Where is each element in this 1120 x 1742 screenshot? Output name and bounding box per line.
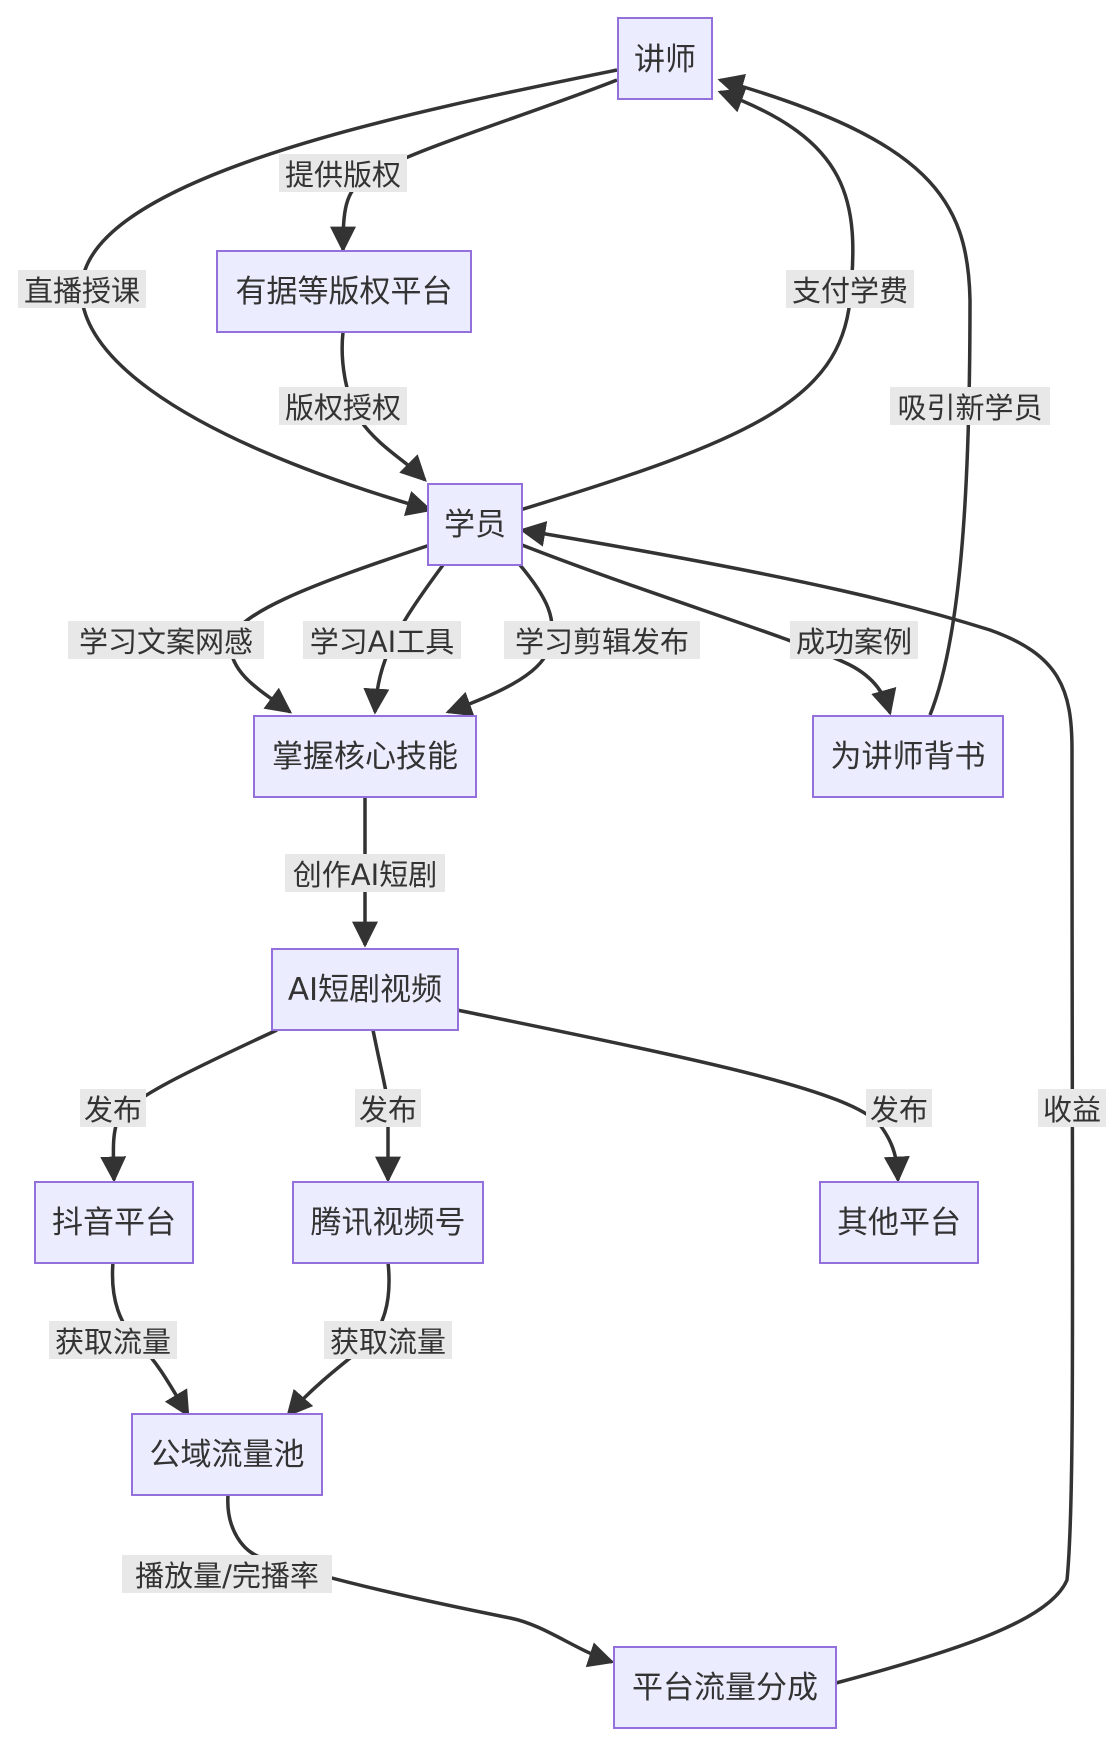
edge-ai-drama-to-other [456,1008,910,1183]
node-ai-drama-video: AI短剧视频 [271,948,459,1031]
node-teacher: 讲师 [617,17,713,100]
svg-text:公域流量池: 公域流量池 [150,1437,305,1473]
svg-text:支付学费: 支付学费 [792,274,908,308]
edge-teacher-to-student-live [79,68,618,516]
edge-label-create-ai-drama: 创作AI短剧 [285,854,445,892]
edge-label-traffic-tencent: 获取流量 [324,1321,452,1359]
svg-text:学习文案网感: 学习文案网感 [79,625,253,659]
edge-label-attract-students: 吸引新学员 [890,387,1050,425]
edge-endorse-to-teacher [717,73,972,716]
edge-label-learn-ai-tools: 学习AI工具 [303,621,461,659]
edge-label-live-teaching: 直播授课 [18,270,146,308]
svg-text:发布: 发布 [359,1093,417,1127]
edge-label-provide-copyright: 提供版权 [279,154,407,192]
svg-text:播放量/完播率: 播放量/完播率 [135,1559,319,1593]
svg-text:学习AI工具: 学习AI工具 [310,625,454,659]
edge-label-revenue: 收益 [1038,1089,1106,1127]
svg-text:学员: 学员 [444,507,506,543]
edge-label-pay-tuition: 支付学费 [786,270,914,308]
node-tencent-video: 腾讯视频号 [292,1181,484,1264]
edge-pool-to-revenue-share [226,1494,615,1668]
node-public-traffic-pool: 公域流量池 [131,1413,323,1496]
edge-label-publish-other: 发布 [866,1089,932,1127]
svg-text:有据等版权平台: 有据等版权平台 [236,274,453,310]
svg-text:讲师: 讲师 [634,42,696,78]
node-douyin: 抖音平台 [34,1181,194,1264]
svg-text:发布: 发布 [84,1093,142,1127]
svg-text:其他平台: 其他平台 [837,1205,961,1241]
node-core-skills: 掌握核心技能 [253,715,477,798]
svg-text:直播授课: 直播授课 [24,274,140,308]
node-platform-revenue-share: 平台流量分成 [613,1646,837,1729]
edge-label-publish-douyin: 发布 [80,1089,146,1127]
node-copyright-platform: 有据等版权平台 [216,250,472,333]
svg-text:提供版权: 提供版权 [285,158,401,192]
svg-text:腾讯视频号: 腾讯视频号 [311,1205,466,1241]
edge-label-learn-editing: 学习剪辑发布 [504,621,700,659]
svg-text:AI短剧视频: AI短剧视频 [288,972,442,1008]
edge-label-traffic-douyin: 获取流量 [49,1321,177,1359]
svg-text:发布: 发布 [870,1093,928,1127]
svg-text:创作AI短剧: 创作AI短剧 [293,858,437,892]
svg-text:平台流量分成: 平台流量分成 [632,1670,818,1706]
node-endorse: 为讲师背书 [812,715,1004,798]
edge-label-publish-tencent: 发布 [355,1089,421,1127]
svg-text:收益: 收益 [1043,1093,1101,1127]
node-student: 学员 [427,483,523,566]
node-other-platforms: 其他平台 [819,1181,979,1264]
svg-text:学习剪辑发布: 学习剪辑发布 [515,625,689,659]
svg-text:掌握核心技能: 掌握核心技能 [272,739,458,775]
svg-text:版权授权: 版权授权 [285,391,401,425]
edge-label-success-cases: 成功案例 [790,621,918,659]
svg-text:成功案例: 成功案例 [796,625,912,659]
edge-revenue-share-to-student [519,521,1075,1685]
svg-text:抖音平台: 抖音平台 [52,1205,176,1241]
svg-text:吸引新学员: 吸引新学员 [897,391,1042,425]
edge-label-play-metrics: 播放量/完播率 [122,1555,332,1593]
svg-text:为讲师背书: 为讲师背书 [831,739,986,775]
svg-text:获取流量: 获取流量 [330,1325,446,1359]
edge-label-copyright-license: 版权授权 [279,387,407,425]
svg-text:获取流量: 获取流量 [55,1325,171,1359]
edge-label-learn-copywriting: 学习文案网感 [68,621,264,659]
